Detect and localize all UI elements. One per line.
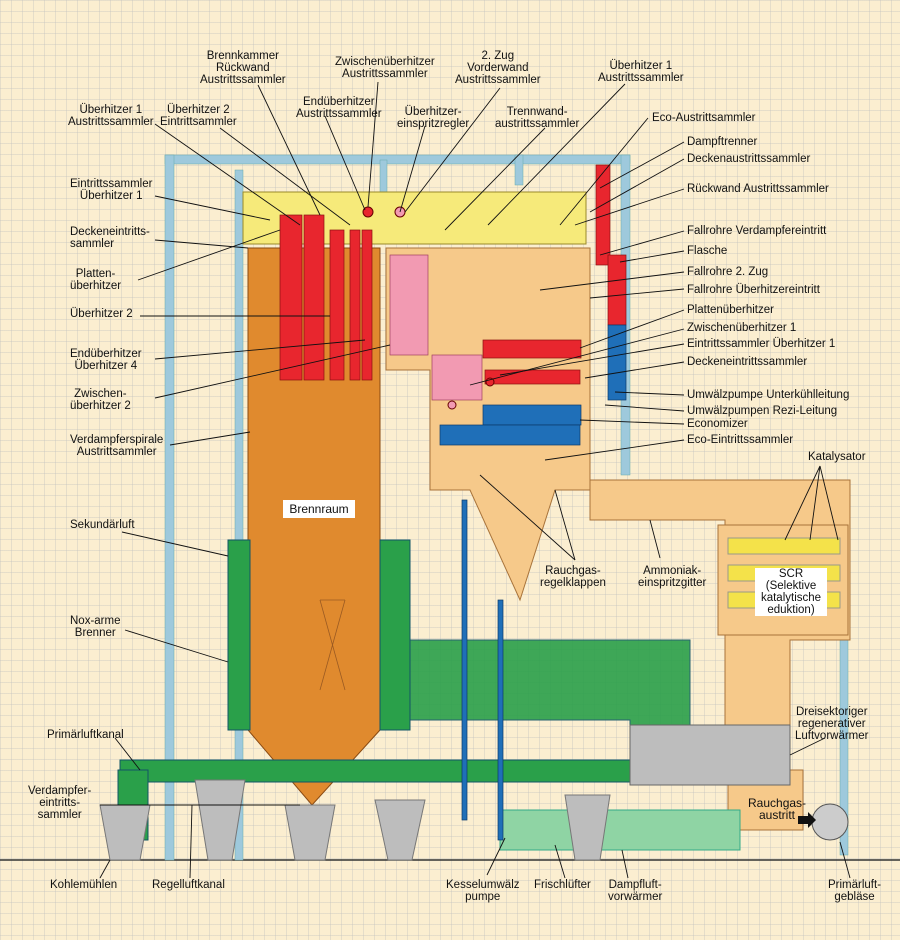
header-circle: [447, 400, 457, 410]
label-primaer-geblaese: Primärluft-gebläse: [828, 879, 882, 903]
reheater: [389, 254, 483, 401]
label-zwue2: Zwischen-überhitzer 2: [70, 388, 131, 412]
label-verd-eintritt: Verdampfer-eintritts-sammler: [28, 785, 92, 821]
air-preheater: [629, 724, 791, 786]
label-kohlemuehlen: Kohlemühlen: [50, 879, 118, 891]
label-rauchgas-klappen: Rauchgas-regelklappen: [540, 565, 606, 589]
label-eintritt-ue1-right: Eintrittssammler Überhitzer 1: [687, 338, 836, 350]
economizer: [439, 324, 627, 841]
windbox-right: [379, 539, 411, 731]
windbox-left: [227, 539, 251, 731]
label-fallrohre-ue: Fallrohre Überhitzereintritt: [687, 284, 820, 296]
label-zwue1: Zwischenüberhitzer 1: [687, 322, 797, 334]
label-ue2: Überhitzer 2: [70, 308, 133, 320]
catalyst-layer: [727, 537, 841, 555]
label-rauchgas-austritt: Rauchgas-austritt: [748, 796, 807, 822]
primary-air-duct: [119, 759, 631, 783]
label-decken-eintritt-right: Deckeneintrittssammler: [687, 356, 808, 368]
label-economizer: Economizer: [687, 418, 748, 430]
label-brennraum: Brennraum: [283, 500, 355, 518]
label-regelluft: Regelluftkanal: [152, 879, 225, 891]
label-rueckwand: Rückwand Austrittssammler: [687, 183, 829, 195]
label-decken-eintritt: Decken­eintritts-sammler: [70, 226, 150, 250]
coal-mills: [99, 779, 611, 861]
label-dampfluft: Dampfluft-vorwärmer: [608, 879, 663, 903]
label-sekundaer: Sekundärluft: [70, 519, 135, 531]
label-einspritz: Überhitzer-einspritzregler: [397, 106, 470, 130]
label-platten-ue: Platten-überhitzer: [70, 268, 122, 292]
label-katalysator: Katalysator: [808, 451, 866, 463]
rauchgas-arrow: [798, 812, 816, 828]
label-fallrohre-verd: Fallrohre Verdampfereintritt: [687, 225, 827, 237]
label-fallrohre-2zug: Fallrohre 2. Zug: [687, 266, 769, 278]
label-dampftrenner: Dampftrenner: [687, 136, 758, 148]
label-trennwand: Trennwand-austrittssammler: [495, 106, 580, 130]
label-decke-austritt: Deckenaustrittssammler: [687, 153, 811, 165]
label-plattenue-right: Plattenüberhitzer: [687, 304, 774, 316]
fresh-air-duct: [499, 809, 741, 851]
label-ammoniak: Ammoniak-einspritzgitter: [638, 565, 707, 589]
label-eco-eintritt: Eco-Eintrittssammler: [687, 434, 794, 446]
primary-air-fan: [811, 803, 849, 841]
label-umwaelz-rezi: Umwälzpumpen Rezi-Leitung: [687, 405, 838, 417]
label-umwaelz-unter: Umwälzpumpe Unterkühlleitung: [687, 389, 850, 401]
label-frischluefter: Frischlüfter: [534, 879, 591, 891]
label-eco-austritt: Eco-Austrittsammler: [652, 112, 756, 124]
label-primaer-kanal: Primärluftkanal: [47, 729, 124, 741]
label-flasche: Flasche: [687, 245, 728, 257]
leader-lines: [99, 81, 851, 879]
